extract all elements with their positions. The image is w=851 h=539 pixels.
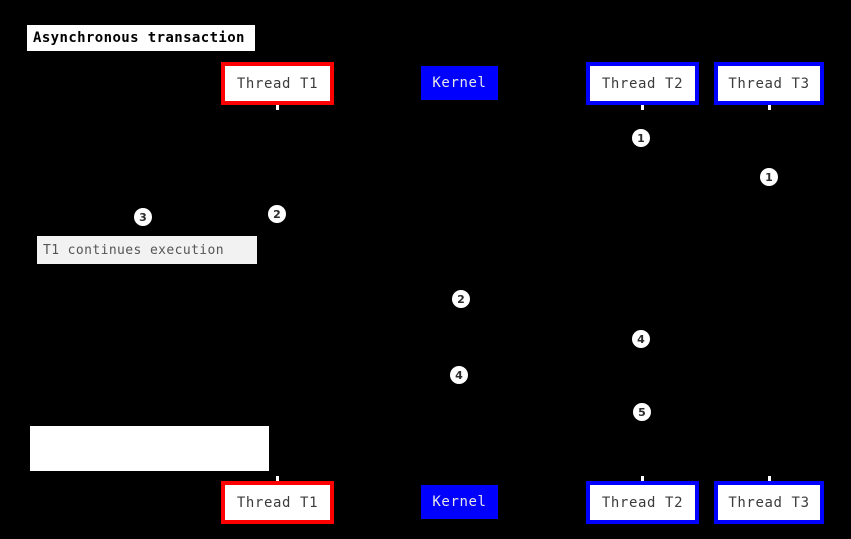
message-arrow-6 [459, 412, 642, 413]
step-badge-2: 2 [268, 205, 286, 223]
top-nub-1 [276, 105, 279, 110]
message-arrow-1 [277, 214, 642, 215]
participant-label: Thread T2 [601, 494, 684, 511]
lifeline-3 [642, 105, 643, 481]
bottom-nub-3 [768, 476, 771, 481]
participant-label: Kernel [432, 494, 487, 510]
step-badge-3: 3 [134, 208, 152, 226]
participant-bottom-thread-t3[interactable]: Thread T3 [714, 481, 824, 524]
top-nub-2 [641, 105, 644, 110]
participant-label: Thread T2 [601, 75, 684, 92]
message-arrow-3 [277, 299, 459, 300]
message-arrow-5 [459, 375, 642, 376]
step-badge-4: 4 [632, 330, 650, 348]
bottom-nub-2 [641, 476, 644, 481]
participant-top-thread-t3[interactable]: Thread T3 [714, 62, 824, 105]
participant-top-thread-t2[interactable]: Thread T2 [586, 62, 699, 105]
participant-bottom-thread-t1[interactable]: Thread T1 [221, 481, 334, 524]
participant-label: Thread T3 [728, 75, 810, 92]
step-badge-4: 4 [450, 366, 468, 384]
participant-top-kernel[interactable]: Kernel [421, 66, 498, 100]
participant-label: Thread T3 [728, 494, 810, 511]
step-badge-2: 2 [452, 290, 470, 308]
step-badge-1: 1 [760, 168, 778, 186]
participant-label: Kernel [432, 75, 487, 91]
message-arrow-4 [459, 339, 642, 340]
top-nub-3 [768, 105, 771, 110]
participant-label: Thread T1 [236, 494, 319, 511]
blank-plate-1 [30, 426, 269, 471]
bottom-nub-1 [276, 476, 279, 481]
participant-label: Thread T1 [236, 75, 319, 92]
note-plate-1: T1 continues execution [37, 236, 257, 264]
message-arrow-2 [277, 177, 769, 178]
note-label: T1 continues execution [43, 242, 224, 258]
participant-top-thread-t1[interactable]: Thread T1 [221, 62, 334, 105]
step-badge-1: 1 [632, 129, 650, 147]
participant-bottom-thread-t2[interactable]: Thread T2 [586, 481, 699, 524]
lifeline-1 [277, 105, 278, 481]
lifeline-4 [769, 105, 770, 481]
step-badge-5: 5 [633, 403, 651, 421]
diagram-title: Asynchronous transaction [27, 25, 255, 51]
participant-bottom-kernel[interactable]: Kernel [421, 485, 498, 519]
